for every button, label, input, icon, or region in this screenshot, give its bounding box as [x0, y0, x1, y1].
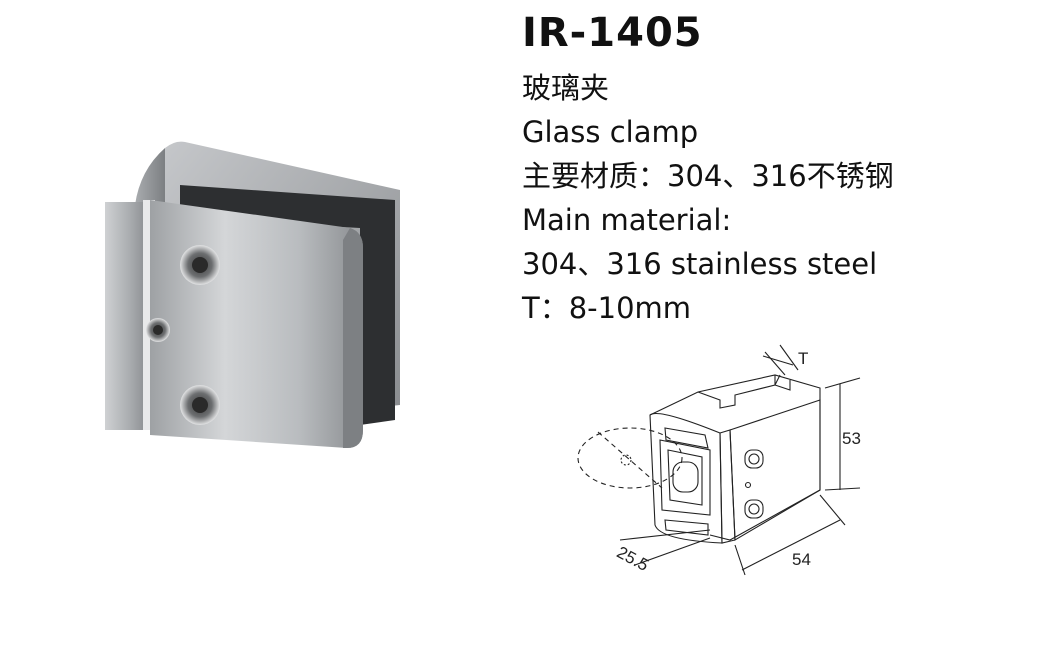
- dim-width-label: 54: [792, 550, 811, 569]
- dim-t-label: T: [798, 349, 808, 368]
- product-name-cn: 玻璃夹: [522, 71, 610, 105]
- material-en-value: 304、316 stainless steel: [522, 247, 878, 281]
- dim-depth-label: 25.5: [614, 543, 652, 575]
- screw-hole-top: [180, 245, 220, 285]
- dim-height-label: 53: [842, 429, 861, 448]
- material-en-label: Main material:: [522, 203, 732, 237]
- thickness-spec: T：8-10mm: [522, 291, 692, 325]
- screw-hole-middle: [146, 318, 170, 342]
- model-number: IR-1405: [522, 10, 703, 56]
- product-photo: [105, 141, 400, 448]
- screw-hole-bottom: [180, 385, 220, 425]
- product-name-en: Glass clamp: [522, 115, 699, 149]
- technical-drawing: T 53 54 25.5: [577, 344, 861, 576]
- material-cn: 主要材质：304、316不锈钢: [522, 159, 894, 193]
- spec-list: 玻璃夹 Glass clamp 主要材质：304、316不锈钢 Main mat…: [522, 66, 894, 330]
